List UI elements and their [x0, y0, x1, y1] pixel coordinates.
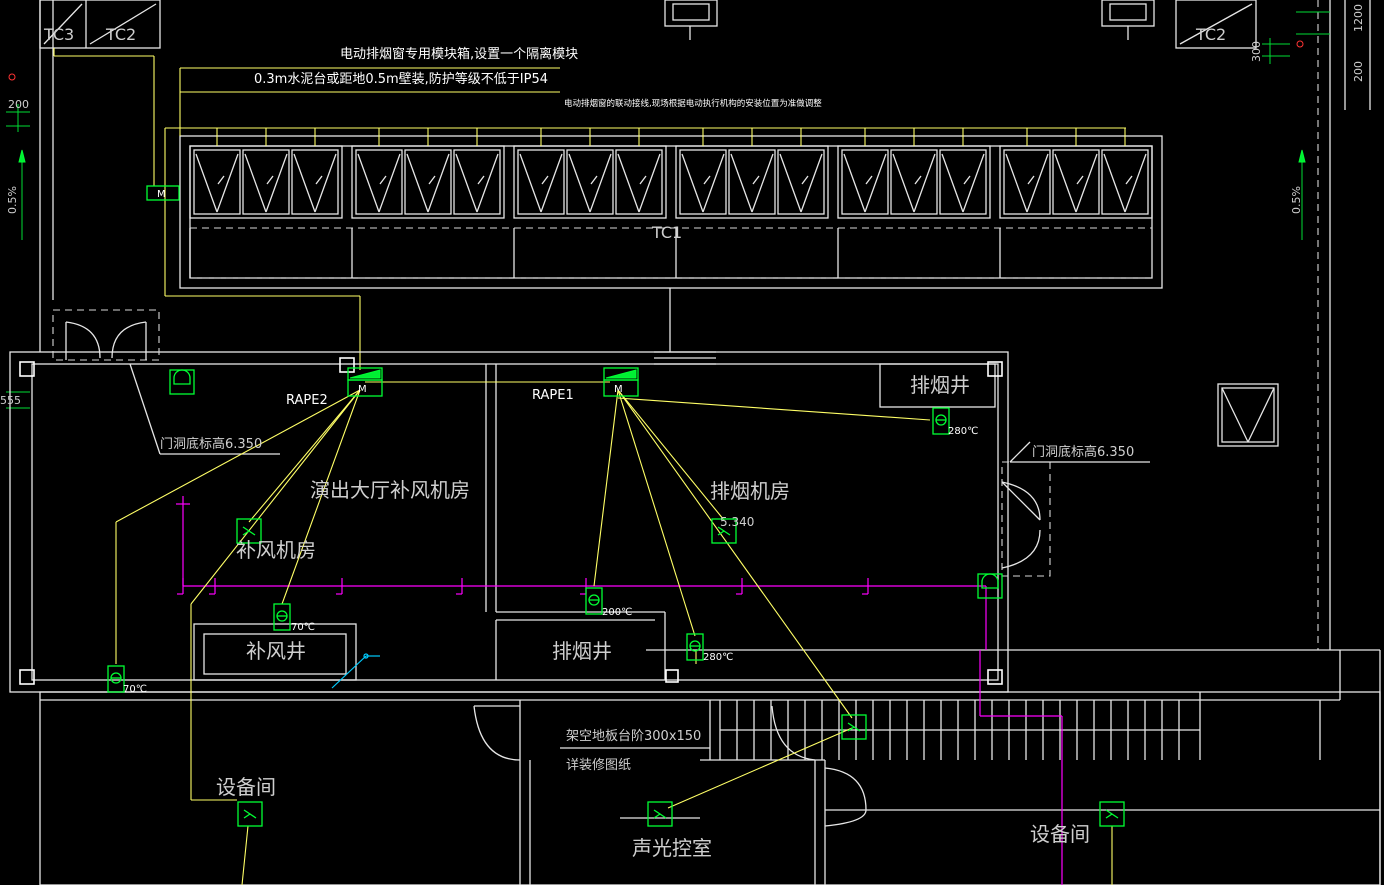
window-pane	[193, 149, 241, 215]
magenta-wiring	[176, 496, 1063, 885]
window-group-2	[351, 145, 505, 278]
window-pane	[841, 149, 889, 215]
green-devices	[107, 367, 1125, 827]
room-sound-light: 声光控室	[632, 836, 712, 860]
note-module-line1: 电动排烟窗专用模块箱,设置一个隔离模块	[340, 46, 578, 62]
room-supply: 补风机房	[236, 538, 316, 562]
window-pane	[728, 149, 776, 215]
dim-555: 555	[0, 394, 21, 407]
room-hall-supply: 演出大厅补风机房	[310, 478, 470, 502]
yellow-alarm-wiring	[115, 381, 1113, 885]
window-pane	[404, 149, 452, 215]
dim-slope-left: 0.5%	[6, 186, 19, 214]
dim-1200: 1200	[1352, 4, 1365, 32]
detector-icon	[647, 801, 673, 827]
fire-damper-icon	[585, 587, 603, 615]
cyan-elements	[331, 653, 380, 689]
window-group-6	[999, 145, 1153, 278]
label-tc1: TC1	[651, 223, 682, 242]
note-module-line2: 0.3m水泥台或距地0.5m壁装,防护等级不低于IP54	[254, 71, 548, 87]
room-supply-shaft: 补风井	[246, 639, 306, 663]
text-layer: 电动排烟窗专用模块箱,设置一个隔离模块 0.3m水泥台或距地0.5m壁装,防护等…	[0, 4, 1365, 860]
damper-temp-280-low: 280℃	[703, 652, 733, 663]
window-group-1	[189, 145, 343, 278]
fire-damper-icon	[107, 665, 125, 693]
window-pane	[1101, 149, 1149, 215]
window-pane	[1003, 149, 1051, 215]
window-pane	[679, 149, 727, 215]
window-linkage-wiring	[53, 48, 1126, 370]
fire-damper-icon	[686, 633, 704, 661]
window-pane	[939, 149, 987, 215]
damper-temp-70-a: 70℃	[291, 622, 315, 633]
damper-temp-200: 200℃	[602, 607, 632, 618]
window-pane	[615, 149, 663, 215]
room-equipment-right: 设备间	[1030, 822, 1090, 846]
window-pane	[517, 149, 565, 215]
window-pane	[890, 149, 938, 215]
module-label-rape1: M	[614, 384, 623, 395]
window-group-5	[837, 145, 991, 278]
right-window	[1217, 383, 1279, 447]
window-pane	[566, 149, 614, 215]
room-exhaust: 排烟机房	[710, 479, 790, 503]
detector-icon	[237, 801, 263, 827]
dim-200-right: 200	[1352, 61, 1365, 82]
left-margin-markers	[6, 0, 54, 409]
window-pane	[453, 149, 501, 215]
damper-temp-70-b: 70℃	[123, 684, 147, 695]
detector-icon	[1099, 801, 1125, 827]
dim-200-left: 200	[8, 98, 29, 111]
window-pane	[355, 149, 403, 215]
label-tc3: TC3	[43, 25, 74, 44]
window-pane	[1052, 149, 1100, 215]
fire-damper-icon	[273, 603, 291, 631]
label-raised-floor: 架空地板台阶300x150	[566, 729, 701, 744]
damper-temp-280-top: 280℃	[948, 426, 978, 437]
module-label-window: M	[157, 189, 166, 200]
module-label-rape2: M	[358, 384, 367, 395]
columns	[19, 357, 1003, 685]
window-pane	[291, 149, 339, 215]
right-margin-markers	[1262, 0, 1371, 650]
label-see-decor: 详装修图纸	[566, 758, 631, 773]
smoke-exhaust-fan-symbol	[169, 369, 195, 395]
fire-damper-icon	[932, 407, 950, 435]
stairs	[719, 700, 1200, 760]
detector-icon	[841, 714, 867, 740]
window-group-4	[675, 145, 829, 278]
module-box-window	[146, 185, 180, 201]
building-walls	[9, 351, 1381, 885]
label-rape1: RAPE1	[532, 388, 574, 403]
window-pane	[777, 149, 825, 215]
label-door-right: 门洞底标高6.350	[1032, 444, 1134, 460]
note-linkage: 电动排烟窗的联动接线,现场根据电动执行机构的安装位置为准做调整	[564, 98, 822, 109]
smoke-window-array	[179, 135, 1163, 289]
supply-fan-symbol	[977, 573, 1003, 599]
label-door-left: 门洞底标高6.350	[160, 436, 262, 452]
dim-slope-right: 0.5%	[1290, 186, 1303, 214]
doors	[52, 309, 1150, 827]
top-equipment	[39, 0, 1257, 49]
label-rape2: RAPE2	[286, 393, 328, 408]
label-tc2-right: TC2	[1195, 25, 1226, 44]
detector-icon	[711, 518, 737, 544]
label-elev-5340: 5.340	[720, 515, 754, 529]
label-tc2-left: TC2	[105, 25, 136, 44]
detector-icon	[236, 518, 262, 544]
window-pane	[242, 149, 290, 215]
room-equipment-left: 设备间	[216, 775, 276, 799]
room-exhaust-shaft-top: 排烟井	[910, 373, 970, 397]
window-group-3	[513, 145, 667, 278]
rape2-panel	[347, 367, 383, 397]
dim-300: 300	[1250, 41, 1263, 62]
room-exhaust-shaft-bottom: 排烟井	[552, 639, 612, 663]
rape1-panel	[603, 367, 639, 397]
